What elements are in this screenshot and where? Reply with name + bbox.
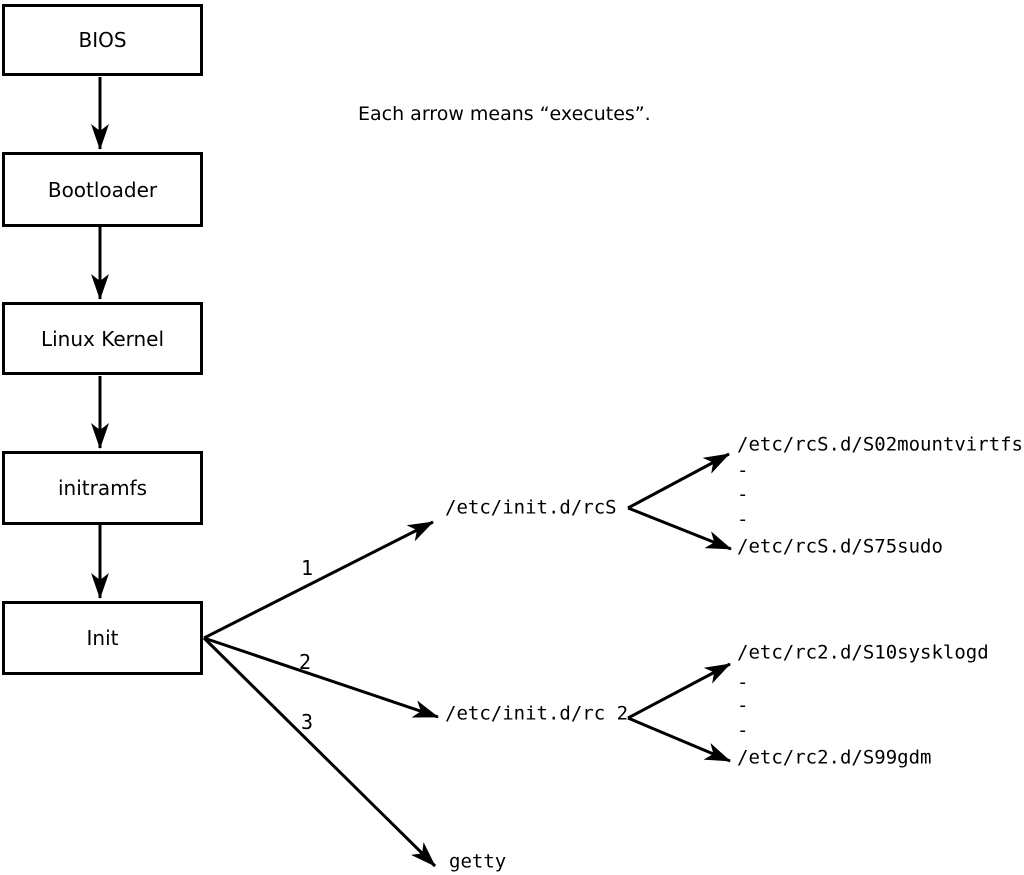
- rcs-ellipsis-dash-1: -: [737, 459, 749, 482]
- arrow-init-to-getty: [202, 636, 437, 868]
- node-init: Init: [2, 601, 203, 675]
- branch-number-1: 1: [300, 556, 314, 580]
- node-init-label: Init: [86, 626, 119, 650]
- node-etc-init-d-rcs: /etc/init.d/rcS: [445, 496, 617, 519]
- arrow-rcs-to-s75sudo: [627, 506, 732, 551]
- node-s99gdm: /etc/rc2.d/S99gdm: [737, 746, 932, 769]
- node-etc-init-d-rc2: /etc/init.d/rc 2: [445, 702, 629, 725]
- branch-number-2: 2: [298, 650, 312, 674]
- node-bios-label: BIOS: [78, 28, 127, 52]
- node-getty: getty: [449, 850, 507, 873]
- node-s10sysklogd: /etc/rc2.d/S10sysklogd: [737, 641, 989, 664]
- arrow-rc2-to-s99gdm: [627, 716, 731, 763]
- node-s02mountvirtfs: /etc/rcS.d/S02mountvirtfs: [737, 433, 1023, 456]
- node-s75sudo: /etc/rcS.d/S75sudo: [737, 535, 943, 558]
- branch-number-3: 3: [300, 710, 314, 734]
- arrow-init-to-rc2: [203, 636, 439, 719]
- node-bootloader: Bootloader: [2, 152, 203, 227]
- rc2-ellipsis-dash-2: -: [737, 694, 749, 717]
- legend-note: Each arrow means “executes”.: [358, 103, 651, 125]
- rcs-ellipsis-dash-3: -: [737, 508, 749, 531]
- rcs-ellipsis-dash-2: -: [737, 483, 749, 506]
- arrow-rcs-to-s02mountvirtfs: [627, 452, 730, 510]
- arrow-rc2-to-s10sysklogd: [627, 662, 731, 720]
- node-initramfs-label: initramfs: [57, 476, 148, 500]
- node-linux-kernel-label: Linux Kernel: [40, 326, 165, 351]
- rc2-ellipsis-dash-1: -: [737, 671, 749, 694]
- node-linux-kernel: Linux Kernel: [2, 302, 203, 375]
- rc2-ellipsis-dash-3: -: [737, 719, 749, 742]
- node-initramfs: initramfs: [2, 451, 203, 525]
- node-bootloader-label: Bootloader: [47, 177, 158, 202]
- arrow-init-to-rcs: [203, 520, 434, 640]
- node-bios: BIOS: [2, 4, 203, 76]
